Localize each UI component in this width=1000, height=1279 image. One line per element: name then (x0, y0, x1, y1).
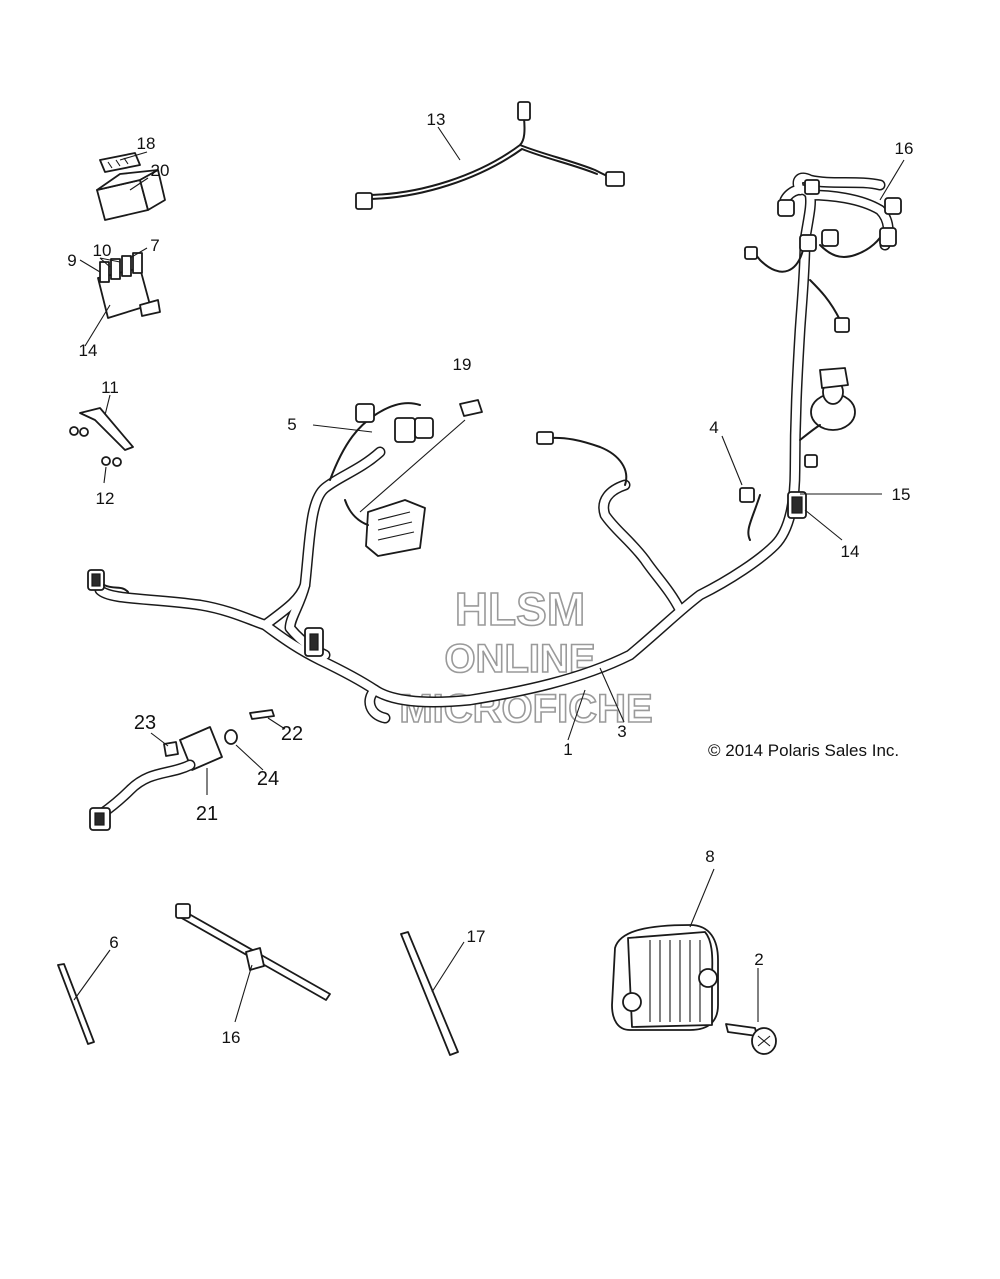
callout-4: 4 (709, 418, 718, 437)
callout-15: 15 (892, 485, 911, 504)
callout-11: 11 (101, 378, 119, 397)
connector (517, 101, 531, 121)
main-harness (87, 234, 856, 724)
connector-body (309, 633, 319, 651)
callout-6: 6 (109, 933, 118, 952)
fuse-label-18 (99, 152, 141, 173)
bracket-11 (69, 407, 134, 467)
callout-5: 5 (287, 415, 296, 434)
callout-12: 12 (96, 489, 115, 508)
callout-19: 19 (453, 355, 472, 374)
connector (739, 487, 755, 503)
connector (879, 227, 897, 247)
screw (79, 427, 89, 437)
mounting-hole (622, 992, 642, 1012)
connector (355, 192, 373, 210)
control-module-box (365, 499, 426, 557)
connector (536, 431, 554, 445)
callout-13: 13 (427, 110, 446, 129)
connector (821, 229, 839, 247)
callout-23: 23 (134, 712, 156, 734)
fuse (121, 255, 132, 277)
watermark-line1: HLSM (455, 583, 585, 635)
callout-14b: 14 (841, 542, 860, 561)
leader-lines (73, 126, 905, 1023)
connector (799, 234, 817, 252)
callout-1: 1 (563, 740, 572, 759)
connector-body (91, 573, 101, 587)
harness-13 (355, 101, 625, 210)
connector-body (94, 812, 105, 826)
fuse (110, 258, 121, 280)
screw-2 (725, 1023, 777, 1055)
fuse-box-cover-20 (96, 169, 166, 221)
callout-18: 18 (137, 134, 156, 153)
cable-tie-17 (400, 931, 459, 1056)
callout-21: 21 (196, 803, 218, 825)
callout-16a: 16 (895, 139, 914, 158)
fuse-box (97, 252, 161, 319)
screw-12 (101, 456, 111, 466)
callout-9: 9 (67, 251, 76, 270)
callout-16b: 16 (222, 1028, 241, 1047)
sub-harness-21 (89, 709, 275, 831)
callout-22: 22 (281, 723, 303, 745)
screw (69, 426, 79, 436)
callout-20: 20 (151, 161, 170, 180)
copyright-notice: © 2014 Polaris Sales Inc. (708, 741, 899, 760)
connector (804, 179, 820, 195)
washer-24 (224, 729, 238, 745)
connector (355, 403, 375, 423)
connector-body (791, 496, 803, 514)
cable-tie-16 (175, 903, 331, 1001)
cable-tie-6 (57, 963, 95, 1045)
upper-right-harness (744, 172, 902, 333)
connector (834, 317, 850, 333)
connector (605, 171, 625, 187)
connector (884, 197, 902, 215)
callout-8: 8 (705, 847, 714, 866)
callout-17: 17 (467, 927, 486, 946)
watermark: HLSM ONLINE MICROFICHE (399, 582, 654, 732)
callout-10: 10 (93, 241, 112, 260)
callout-3: 3 (617, 722, 626, 741)
connector (819, 367, 849, 389)
bolt-22 (249, 709, 275, 720)
relay-19 (459, 399, 483, 417)
connector (804, 454, 818, 468)
callout-14a: 14 (79, 341, 98, 360)
callouts: 1 2 3 4 5 6 7 8 9 10 11 12 13 14 14 15 1… (67, 110, 913, 1047)
connector (777, 199, 795, 217)
connector (414, 417, 434, 439)
connector (394, 417, 416, 443)
connector (744, 246, 758, 260)
mounting-hole (698, 968, 718, 988)
screw-12 (112, 457, 122, 467)
regulator-8 (611, 924, 719, 1031)
callout-24: 24 (257, 768, 279, 790)
callout-2: 2 (754, 950, 763, 969)
callout-7: 7 (150, 236, 159, 255)
